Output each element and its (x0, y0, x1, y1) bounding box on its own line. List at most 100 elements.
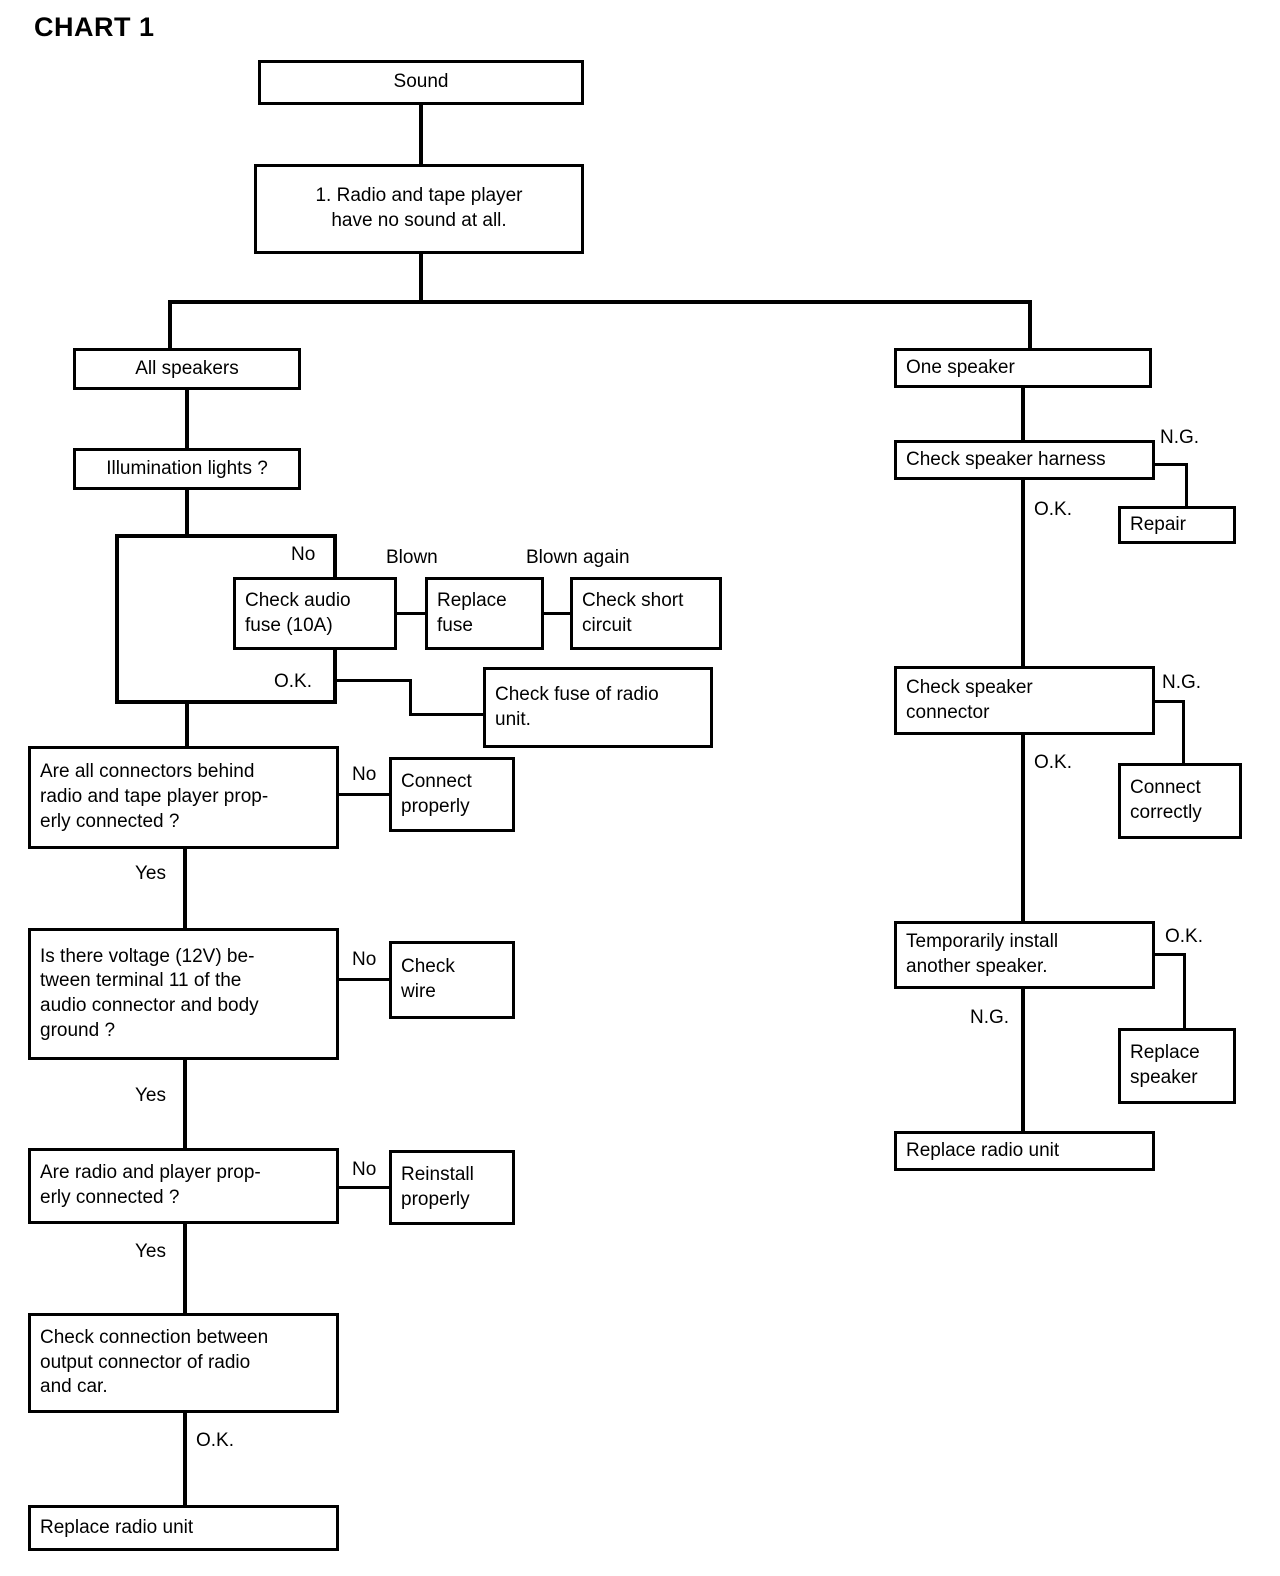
node-check-wire-line1: Check (401, 956, 455, 978)
node-output-conn-line3: and car. (40, 1376, 108, 1398)
node-reinstall-line2: properly (401, 1188, 470, 1210)
node-check-wire-line2: wire (401, 981, 436, 1002)
edge-radioplayer-to-output (183, 1222, 187, 1314)
edge-temp-to-replace-radio (1021, 987, 1025, 1133)
node-check-speaker-harness-label: Check speaker harness (906, 448, 1106, 470)
edge-split-left-drop (168, 300, 172, 350)
node-all-speakers-label: All speakers (135, 357, 239, 379)
node-check-output-connection: Check connection between output connecto… (28, 1313, 339, 1413)
node-voltage-line2: tween terminal 11 of the (40, 970, 242, 992)
node-replace-radio-unit-right: Replace radio unit (894, 1131, 1155, 1171)
edge-ok-seg-h2 (409, 713, 485, 716)
node-check-audio-fuse: Check audio fuse (10A) (233, 577, 397, 650)
edge-connectors-to-connect-properly (337, 793, 391, 796)
node-check-speaker-harness: Check speaker harness (894, 440, 1155, 480)
node-one-speaker: One speaker (894, 348, 1152, 388)
node-voltage-12v: Is there voltage (12V) be- tween termina… (28, 928, 339, 1060)
edge-split-bar (168, 300, 1032, 304)
node-check-wire: Check wire (389, 941, 515, 1019)
node-connect-properly-line2: properly (401, 795, 470, 817)
node-output-conn-line2: output connector of radio (40, 1351, 251, 1373)
edge-label-yes-radio-player: Yes (133, 1241, 168, 1262)
node-repair-label: Repair (1130, 513, 1186, 535)
node-voltage-line1: Is there voltage (12V) be- (40, 945, 255, 967)
node-check-audio-fuse-line2: fuse (10A) (245, 614, 333, 636)
edge-label-ng-connector: N.G. (1160, 672, 1204, 693)
node-connect-properly: Connect properly (389, 757, 515, 832)
node-sound: Sound (258, 60, 584, 105)
edge-ok-seg-v (409, 679, 412, 716)
node-check-fuse-radio-line1: Check fuse of radio (495, 683, 659, 705)
node-connectors-behind-line3: erly connected ? (40, 810, 180, 832)
edge-connector-to-temp (1021, 733, 1025, 923)
edge-label-no-radio-player: No (350, 1159, 379, 1180)
node-replace-radio-right-label: Replace radio unit (906, 1139, 1060, 1161)
node-illumination: Illumination lights ? (73, 448, 301, 490)
node-radio-player-line2: erly connected ? (40, 1187, 180, 1208)
edge-temp-ok-v (1183, 953, 1186, 1030)
edge-output-to-replace-radio (183, 1411, 187, 1505)
node-temp-install-line1: Temporarily install (906, 931, 1059, 953)
edge-label-ng-harness: N.G. (1158, 427, 1202, 448)
node-connectors-behind: Are all connectors behind radio and tape… (28, 746, 339, 849)
edge-label-yes-voltage: Yes (133, 1085, 168, 1106)
edge-label-ok-fuse: O.K. (272, 671, 315, 692)
node-connectors-behind-line2: radio and tape player prop- (40, 786, 269, 808)
node-symptom-line2: have no sound at all. (331, 210, 507, 231)
edge-fuse-to-replace (395, 612, 427, 615)
edge-label-ok-connector: O.K. (1032, 752, 1075, 773)
edge-radioplayer-to-reinstall (337, 1186, 391, 1189)
node-sound-label: Sound (393, 71, 449, 93)
edge-sound-to-symptom (419, 103, 423, 165)
node-reinstall-line1: Reinstall (401, 1163, 474, 1185)
edge-label-no-connectors: No (350, 764, 379, 785)
node-check-short-circuit-line1: Check short (582, 589, 684, 611)
edge-harness-to-connector (1021, 478, 1025, 668)
node-connectors-behind-line1: Are all connectors behind (40, 761, 255, 783)
edge-connector-ng-v (1182, 700, 1185, 765)
node-radio-player-line1: Are radio and player prop- (40, 1162, 261, 1184)
node-replace-speaker-line1: Replace (1130, 1042, 1200, 1064)
node-connect-correctly-line1: Connect (1130, 777, 1201, 799)
node-check-fuse-radio: Check fuse of radio unit. (483, 667, 713, 748)
node-connect-correctly-line2: correctly (1130, 802, 1202, 823)
node-check-short-circuit-line2: circuit (582, 614, 632, 636)
edge-voltage-to-check-wire (337, 978, 391, 981)
edge-ok-seg-h1 (334, 679, 412, 682)
edge-label-blown: Blown (384, 547, 440, 568)
node-replace-radio-left-label: Replace radio unit (40, 1516, 194, 1538)
edge-label-no-voltage: No (350, 949, 379, 970)
node-voltage-line3: audio connector and body (40, 995, 259, 1016)
node-check-audio-fuse-line1: Check audio (245, 589, 351, 611)
edge-label-yes-connectors: Yes (133, 863, 168, 884)
node-all-speakers: All speakers (73, 348, 301, 390)
node-replace-radio-unit-left: Replace radio unit (28, 1505, 339, 1551)
edge-replace-to-short (542, 612, 572, 615)
node-reinstall-properly: Reinstall properly (389, 1150, 515, 1225)
edge-harness-ng-h (1153, 463, 1188, 466)
edge-label-ng-temp: N.G. (968, 1007, 1012, 1028)
edge-label-blown-again: Blown again (524, 547, 632, 568)
edge-onespeaker-to-harness (1021, 386, 1025, 442)
node-symptom: 1. Radio and tape player have no sound a… (254, 164, 584, 254)
node-replace-speaker-line2: speaker (1130, 1067, 1198, 1088)
page-title: CHART 1 (34, 12, 155, 42)
edge-harness-ng-v (1185, 463, 1188, 508)
edge-label-ok-output: O.K. (194, 1430, 237, 1451)
node-repair: Repair (1118, 506, 1236, 544)
node-check-short-circuit: Check short circuit (570, 577, 722, 650)
edge-label-ok-temp: O.K. (1163, 926, 1206, 947)
node-connect-properly-line1: Connect (401, 770, 472, 792)
node-illumination-label: Illumination lights ? (106, 457, 268, 479)
edge-connector-ng-h (1153, 700, 1185, 703)
node-replace-fuse: Replace fuse (425, 577, 544, 650)
node-check-speaker-connector-line2: connector (906, 701, 990, 723)
node-temp-install-speaker: Temporarily install another speaker. (894, 921, 1155, 989)
edge-temp-ok-h (1153, 953, 1186, 956)
edge-symptom-to-split (419, 252, 423, 304)
node-replace-fuse-line2: fuse (437, 614, 473, 636)
edge-label-ok-harness: O.K. (1032, 499, 1075, 520)
node-symptom-line1: 1. Radio and tape player (315, 185, 523, 207)
node-radio-player-connected: Are radio and player prop- erly connecte… (28, 1148, 339, 1224)
